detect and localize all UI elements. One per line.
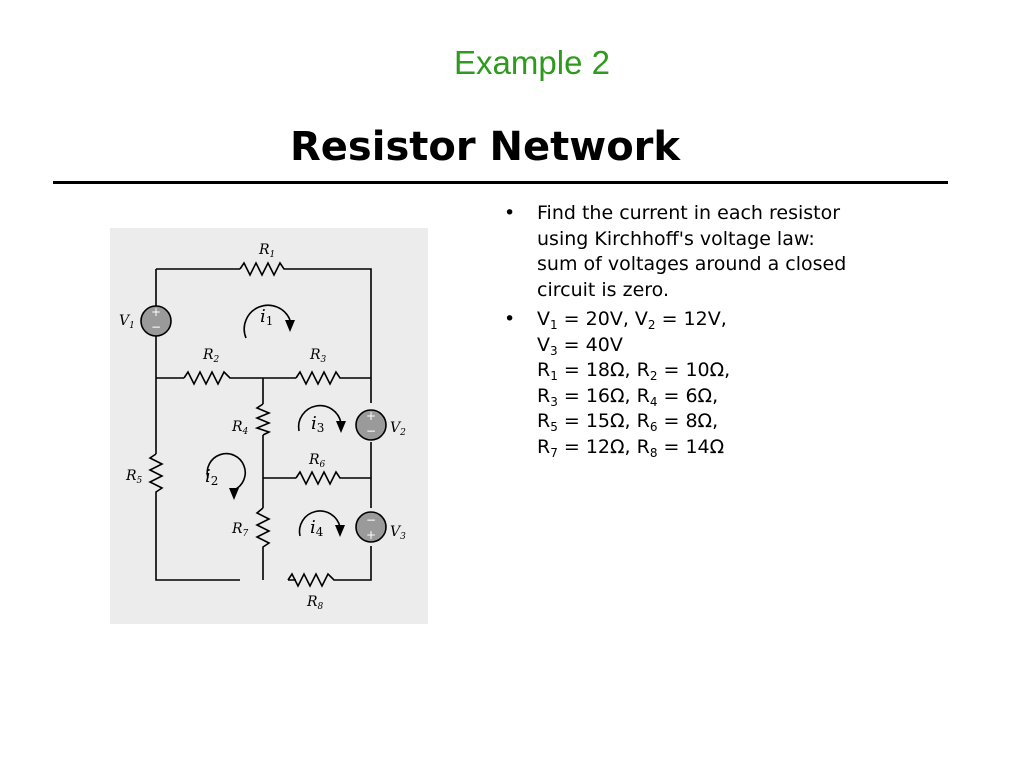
label-r8: R8	[306, 594, 324, 612]
bullet-dot: •	[504, 308, 516, 330]
v3-minus: −	[366, 513, 376, 527]
slide-title: Resistor Network	[290, 124, 680, 170]
loop-arrow-i3	[297, 404, 342, 432]
circuit-diagram: + − + − − + R1 R2 R3 R4 R5 R6 R7 R8 V1 V…	[110, 228, 428, 624]
resistor-r6	[295, 470, 342, 486]
resistor-r8	[287, 572, 342, 588]
arrowhead-i3	[336, 421, 346, 433]
bullet-line: Find the current in each resistor	[537, 202, 841, 224]
loop-arrow-i4	[298, 510, 341, 537]
label-i2: i2	[205, 466, 218, 488]
bullet-line: sum of voltages around a closed	[537, 253, 847, 275]
resistor-r4	[254, 403, 272, 436]
v2-minus: −	[366, 424, 376, 438]
resistor-r2	[183, 370, 234, 386]
label-v2: V2	[390, 420, 406, 438]
bullet-instructions: • Find the current in each resistor usin…	[500, 201, 980, 303]
arrowhead-i2	[229, 488, 239, 500]
source-v3	[355, 511, 387, 543]
resistor-r7	[255, 507, 271, 550]
slide-subtitle: Example 2	[454, 44, 610, 81]
values-line-2: V3 = 40V	[537, 333, 623, 358]
wire-r4-branch	[262, 378, 371, 580]
v3-plus: +	[366, 528, 376, 542]
label-v3: V3	[390, 524, 406, 542]
values-line-1: V1 = 20V, V2 = 12V,	[537, 308, 727, 332]
arrowhead-i4	[335, 525, 345, 537]
label-i3: i3	[311, 413, 324, 435]
resistor-r3	[295, 370, 343, 386]
label-r6: R6	[308, 452, 326, 470]
bullet-dot: •	[504, 202, 516, 224]
values-line-5: R5 = 15Ω, R6 = 8Ω,	[537, 410, 719, 434]
wire-top	[156, 268, 372, 403]
values-line-4: R3 = 16Ω, R4 = 6Ω,	[537, 384, 719, 409]
v1-minus: −	[151, 320, 161, 334]
v2-plus: +	[366, 409, 376, 423]
values-line-3: R1 = 18Ω, R2 = 10Ω,	[537, 359, 731, 383]
title-rule	[53, 181, 948, 184]
bullet-line: circuit is zero.	[537, 278, 669, 301]
resistor-r1	[239, 261, 288, 277]
label-i1: i1	[260, 306, 273, 328]
arrowhead-i1	[285, 320, 295, 332]
label-r2: R2	[202, 347, 220, 365]
label-r1: R1	[258, 242, 275, 260]
values-line-6: R7 = 12Ω, R8 = 14Ω	[537, 435, 725, 460]
label-r3: R3	[309, 347, 327, 365]
bullet-values: • V1 = 20V, V2 = 12V, V3 = 40V R1 = 18Ω,…	[500, 307, 980, 460]
source-v1	[140, 305, 172, 337]
bullet-list: • Find the current in each resistor usin…	[500, 201, 980, 464]
label-r4: R4	[231, 419, 249, 437]
label-v1: V1	[119, 313, 135, 331]
v1-plus: +	[151, 305, 161, 319]
label-r7: R7	[231, 521, 249, 539]
loop-arrow-i2	[206, 452, 247, 491]
loop-arrow-i1	[243, 304, 291, 339]
label-r5: R5	[125, 468, 143, 486]
source-v2	[355, 409, 387, 441]
bullet-line: using Kirchhoff's voltage law:	[537, 227, 815, 250]
label-i4: i4	[310, 517, 324, 539]
resistor-r5	[148, 453, 164, 496]
